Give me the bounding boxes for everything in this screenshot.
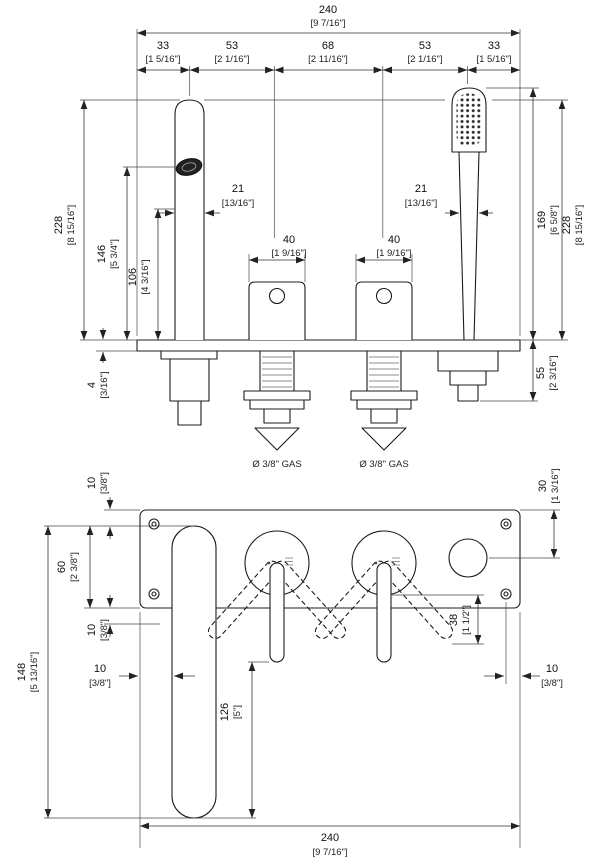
dim-offset-left-mm: 10 — [94, 663, 106, 675]
gas-label-right: Ø 3/8" GAS — [359, 459, 408, 470]
handle-left-dot — [268, 287, 286, 305]
dim-spout-height-in: [5 3/4"] — [109, 239, 120, 269]
dim-seg4-mm: 53 — [419, 40, 431, 52]
dim-offset-left-in: [3/8"] — [89, 678, 111, 689]
valve-left — [243, 350, 311, 451]
dim-seg2-in: [2 1/16"] — [214, 54, 249, 65]
dim-spout-height-mm: 146 — [96, 245, 108, 263]
flow-arrow-right — [361, 427, 407, 451]
dim-height-right-mm: 228 — [561, 216, 573, 234]
dim-shower-dia-mm: 21 — [415, 183, 427, 195]
dim-seg5-in: [1 5/16"] — [476, 54, 511, 65]
dim-height-right-in: [8 15/16"] — [574, 205, 585, 245]
dim-handle-right-mm: 40 — [388, 234, 400, 246]
dim-offset-right-in: [3/8"] — [541, 678, 563, 689]
dim-lever-drop-mm: 38 — [448, 614, 460, 626]
dim-shower-dia-in: [13/16"] — [405, 198, 437, 209]
dim-seg3-in: [2 11/16"] — [308, 54, 348, 65]
spray-face — [456, 93, 482, 147]
valve-right — [350, 350, 418, 451]
front-view — [136, 87, 521, 451]
dim-spout-dia-mm: 21 — [232, 183, 244, 195]
flow-arrow-left — [254, 427, 300, 451]
dim-spout-length-in: [5 13/16"] — [29, 652, 40, 692]
dim-seg5-mm: 33 — [488, 40, 500, 52]
dim-offset-bottom-mm: 10 — [86, 624, 98, 636]
dim-circle-offset-mm: 30 — [537, 480, 549, 492]
dim-circle-offset-in: [1 3/16"] — [550, 468, 561, 503]
dim-seg2-mm: 53 — [226, 40, 238, 52]
dim-shower-height-in: [6 5/8"] — [549, 205, 560, 235]
dim-front-total-in: [9 7/16"] — [310, 18, 345, 29]
front-dimensions: 240 [9 7/16"] 33 [1 5/16"] 53 [2 1/16"] … — [53, 4, 585, 470]
dim-handle-right-in: [1 9/16"] — [376, 248, 411, 259]
dim-handle-left-mm: 40 — [283, 234, 295, 246]
handle-right-front — [355, 281, 413, 340]
lever-left — [269, 562, 285, 663]
dim-under-deck-in: [2 3/16"] — [548, 355, 559, 390]
fixing-screws — [148, 518, 512, 600]
dim-offset-right-mm: 10 — [546, 663, 558, 675]
plan-dimensions: 10 [3/8"] 60 [2 3/8"] 10 [3/8"] 148 [5 1… — [16, 468, 563, 858]
dim-plan-total-in: [9 7/16"] — [312, 847, 347, 858]
diverter-plan — [448, 538, 488, 578]
spout-plan — [171, 525, 217, 819]
gas-label-left: Ø 3/8" GAS — [252, 459, 301, 470]
dim-deck-thickness-mm: 4 — [86, 382, 98, 388]
handle-right-dot — [375, 287, 393, 305]
handle-left-front — [248, 281, 306, 340]
dim-offset-top-mm: 10 — [86, 477, 98, 489]
dim-deck-thickness-in: [3/16"] — [99, 371, 110, 398]
dim-plan-total-mm: 240 — [321, 832, 339, 844]
dim-front-total-mm: 240 — [319, 4, 337, 16]
dim-height-left-mm: 228 — [53, 216, 65, 234]
knob-marks — [267, 557, 400, 566]
dim-seg3-mm: 68 — [322, 40, 334, 52]
dim-height-left-in: [8 15/16"] — [66, 205, 77, 245]
lever-right — [376, 562, 392, 663]
dim-lever-length-in: [5"] — [232, 705, 243, 719]
dim-spout-dia-in: [13/16"] — [222, 198, 254, 209]
dim-plate-height-in: [2 3/8"] — [69, 552, 80, 582]
dim-lever-length-mm: 126 — [219, 703, 231, 721]
dim-offset-bottom-in: [3/8"] — [99, 619, 110, 641]
dim-outlet-height-in: [4 3/16"] — [140, 259, 151, 294]
dim-outlet-height-mm: 106 — [127, 268, 139, 286]
deck — [136, 339, 521, 352]
dim-under-deck-mm: 55 — [535, 367, 547, 379]
dim-spout-length-mm: 148 — [16, 663, 28, 681]
dim-lever-drop-in: [1 1/2"] — [461, 605, 472, 635]
dim-seg4-in: [2 1/16"] — [407, 54, 442, 65]
plan-view — [139, 509, 521, 819]
dim-offset-top-in: [3/8"] — [99, 472, 110, 494]
dim-shower-height-mm: 169 — [536, 211, 548, 229]
aerator — [175, 158, 203, 176]
wall-plate — [139, 509, 521, 609]
dim-seg1-in: [1 5/16"] — [145, 54, 180, 65]
dim-seg1-mm: 33 — [157, 40, 169, 52]
dim-plate-height-mm: 60 — [56, 561, 68, 573]
dim-handle-left-in: [1 9/16"] — [271, 248, 306, 259]
spout-front — [160, 99, 218, 426]
handshower-front — [437, 87, 499, 402]
